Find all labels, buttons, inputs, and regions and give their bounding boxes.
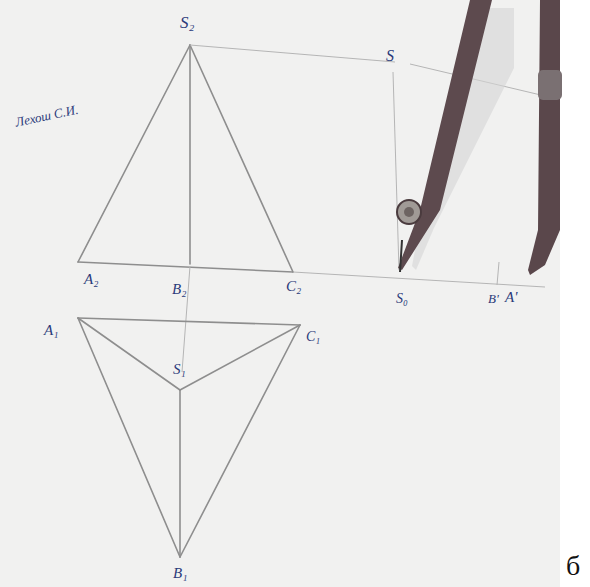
point-label: C₁ — [306, 330, 320, 344]
frontal-projection — [78, 45, 293, 272]
page-margin — [560, 0, 590, 587]
point-label: B' — [488, 292, 499, 305]
page-number: б — [566, 552, 580, 580]
compass — [397, 0, 562, 275]
horizontal-projection — [78, 318, 300, 557]
point-label: A₂ — [84, 272, 98, 287]
paper-photo — [0, 0, 560, 587]
point-label: S₀ — [396, 292, 408, 306]
point-label: C₂ — [286, 279, 301, 294]
author-note: Лехош С.И. — [14, 103, 79, 129]
point-label: A₁ — [44, 323, 58, 338]
point-label: A' — [505, 290, 517, 305]
point-label: B₂ — [172, 282, 186, 297]
point-label: S₁ — [173, 362, 186, 377]
point-label: B₁ — [173, 566, 187, 581]
point-label: S — [386, 48, 394, 64]
point-label: S₂ — [180, 14, 194, 31]
